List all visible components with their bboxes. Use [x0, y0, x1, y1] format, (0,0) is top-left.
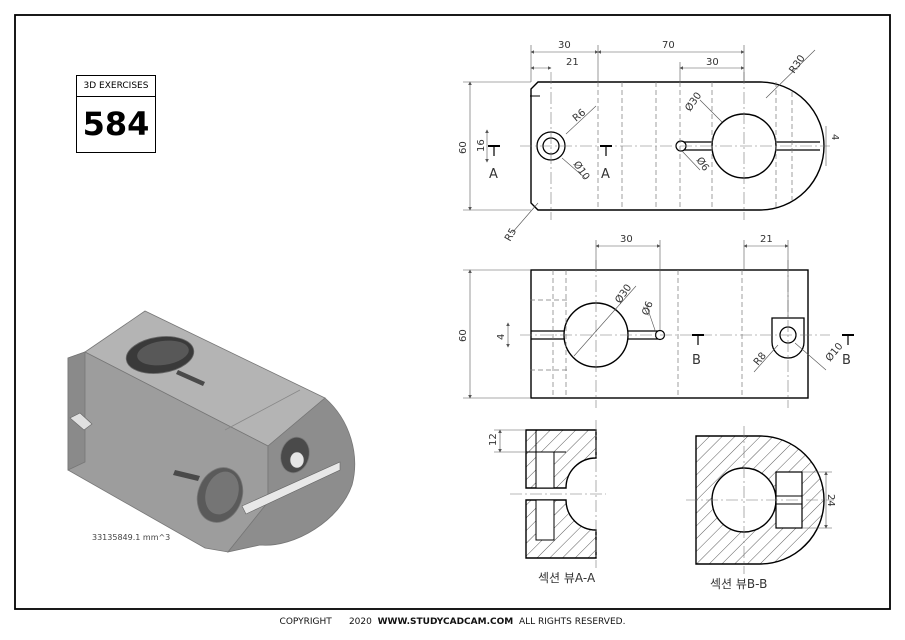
section-marker-a-left: [488, 145, 500, 156]
top-view: 30 70 21 30 R30 R6 Ø30 4 16 60 Ø10 Ø6 R5…: [458, 40, 840, 244]
footer-copyright: COPYRIGHT: [279, 617, 332, 627]
volume-label: 33135849.1 mm^3: [92, 533, 170, 542]
dim-top-r5: R5: [503, 226, 519, 243]
copyright-footer: COPYRIGHT 2020 WWW.STUDYCADCAM.COM ALL R…: [0, 617, 905, 627]
isometric-3d-view: [67, 310, 355, 553]
dim-top-4: 4: [829, 134, 840, 140]
section-bb-caption: 섹션 뷰B-B: [710, 577, 767, 591]
footer-year: 2020: [348, 617, 372, 627]
dim-front-21: 21: [760, 234, 773, 245]
section-label-a-right: A: [601, 167, 610, 182]
exercise-number: 584: [82, 105, 150, 143]
dim-top-30: 30: [558, 40, 571, 51]
dim-bb-24: 24: [825, 494, 836, 507]
dim-top-16: 16: [476, 139, 487, 152]
dim-top-21: 21: [566, 57, 579, 68]
dim-front-30: 30: [620, 234, 633, 245]
section-label-b-right: B: [842, 353, 851, 368]
dim-front-4: 4: [496, 334, 507, 340]
drawing-border: [14, 14, 891, 610]
section-label-b-left: B: [692, 353, 701, 368]
exercise-badge: 3D EXERCISES 584: [76, 75, 156, 153]
badge-label: 3D EXERCISES: [77, 76, 155, 97]
section-aa-caption: 섹션 뷰A-A: [538, 571, 596, 585]
footer-site[interactable]: WWW.STUDYCADCAM.COM: [377, 617, 514, 627]
section-bb-view: 24 섹션 뷰B-B: [686, 426, 836, 591]
front-view: 30 21 Ø30 Ø6 60 4 R8 Ø10 B B: [458, 234, 854, 408]
dim-top-70: 70: [662, 40, 675, 51]
section-aa-view: 12 섹션 뷰A-A: [488, 420, 606, 585]
footer-rights: ALL RIGHTS RESERVED.: [518, 617, 626, 627]
dim-aa-12: 12: [488, 433, 499, 446]
dim-front-60: 60: [458, 329, 469, 342]
dim-top-r30: R30: [787, 53, 807, 75]
section-label-a-left: A: [489, 167, 498, 182]
dim-top-30b: 30: [706, 57, 719, 68]
dim-top-60: 60: [458, 141, 469, 154]
dim-front-phi6: Ø6: [640, 300, 656, 317]
section-marker-a-right: [600, 145, 612, 156]
section-marker-b-left: [692, 334, 704, 345]
section-marker-b-right: [842, 334, 854, 345]
